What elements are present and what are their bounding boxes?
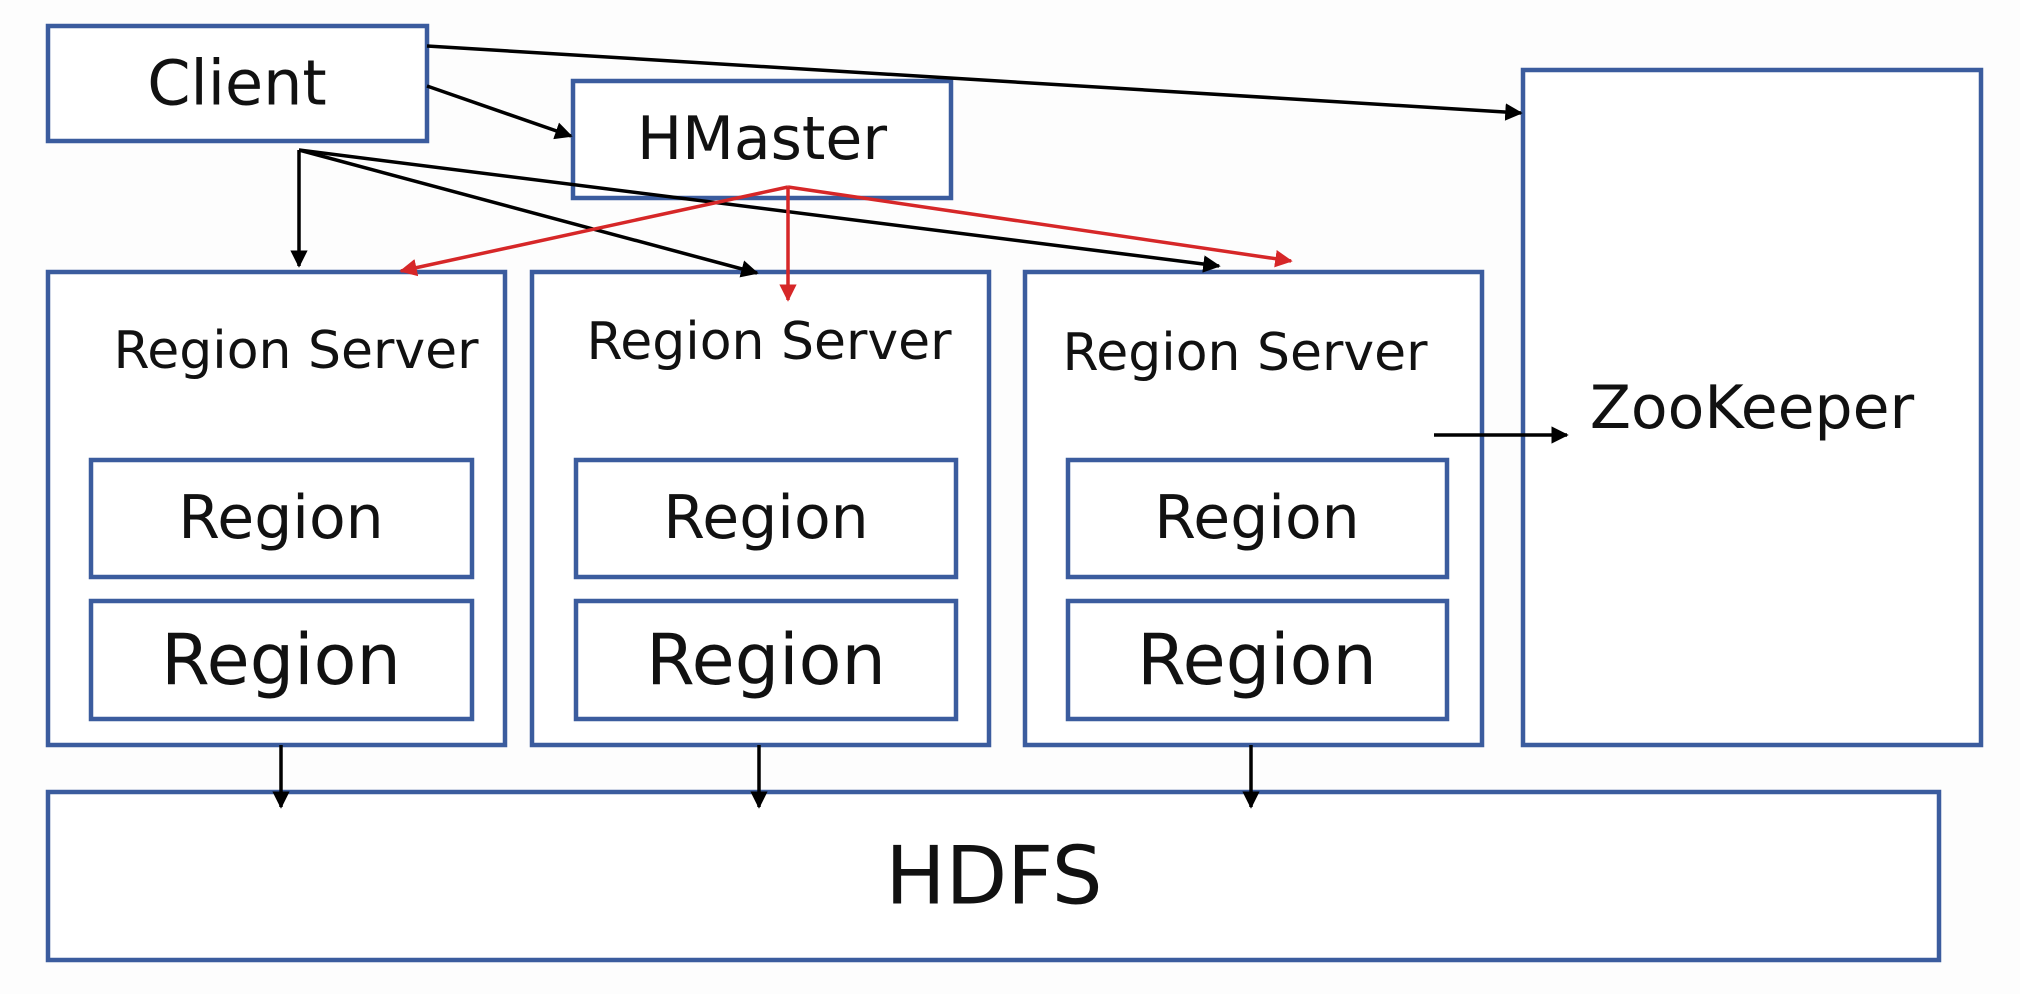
zookeeper-node: ZooKeeper xyxy=(1520,67,1984,748)
arrow-client-to-hmaster xyxy=(426,84,573,140)
arrow-hmaster-to-region-server-1 xyxy=(399,185,789,277)
region-label: Region xyxy=(1137,619,1377,701)
region-label: Region xyxy=(161,619,401,701)
client-node: Client xyxy=(45,23,430,144)
hdfs-node: HDFS xyxy=(45,789,1942,963)
region-server-label: Region Server xyxy=(586,312,952,372)
region-server-label: Region Server xyxy=(113,321,479,381)
hmaster-node: HMaster xyxy=(570,78,954,201)
region-box xyxy=(88,598,475,722)
region-server-2: Region Server Region Region xyxy=(529,269,992,748)
region-box xyxy=(88,457,475,580)
region-server-label: Region Server xyxy=(1062,323,1428,383)
region-server-3: Region Server Region Region xyxy=(1022,269,1485,748)
region-label: Region xyxy=(663,483,868,553)
arrow-client-to-region-server-3 xyxy=(298,148,1221,273)
arrow-client-to-zookeeper xyxy=(426,44,1523,121)
client-label: Client xyxy=(147,47,327,120)
arrow-hmaster-to-region-server-3 xyxy=(787,185,1293,268)
region-box xyxy=(1065,457,1450,580)
hdfs-arrows xyxy=(272,745,1260,809)
arrow-client-to-region-server-2 xyxy=(298,148,759,278)
region-label: Region xyxy=(178,483,383,553)
region-server-1: Region Server Region Region xyxy=(45,269,508,748)
hdfs-label: HDFS xyxy=(885,830,1102,923)
region-box xyxy=(573,598,959,722)
region-label: Region xyxy=(1154,483,1359,553)
region-box xyxy=(1065,598,1450,722)
region-label: Region xyxy=(646,619,886,701)
hmaster-label: HMaster xyxy=(637,104,887,174)
hmaster-arrows xyxy=(399,185,1293,302)
region-box xyxy=(573,457,959,580)
client-arrows xyxy=(290,44,1523,278)
zookeeper-label: ZooKeeper xyxy=(1590,373,1915,443)
